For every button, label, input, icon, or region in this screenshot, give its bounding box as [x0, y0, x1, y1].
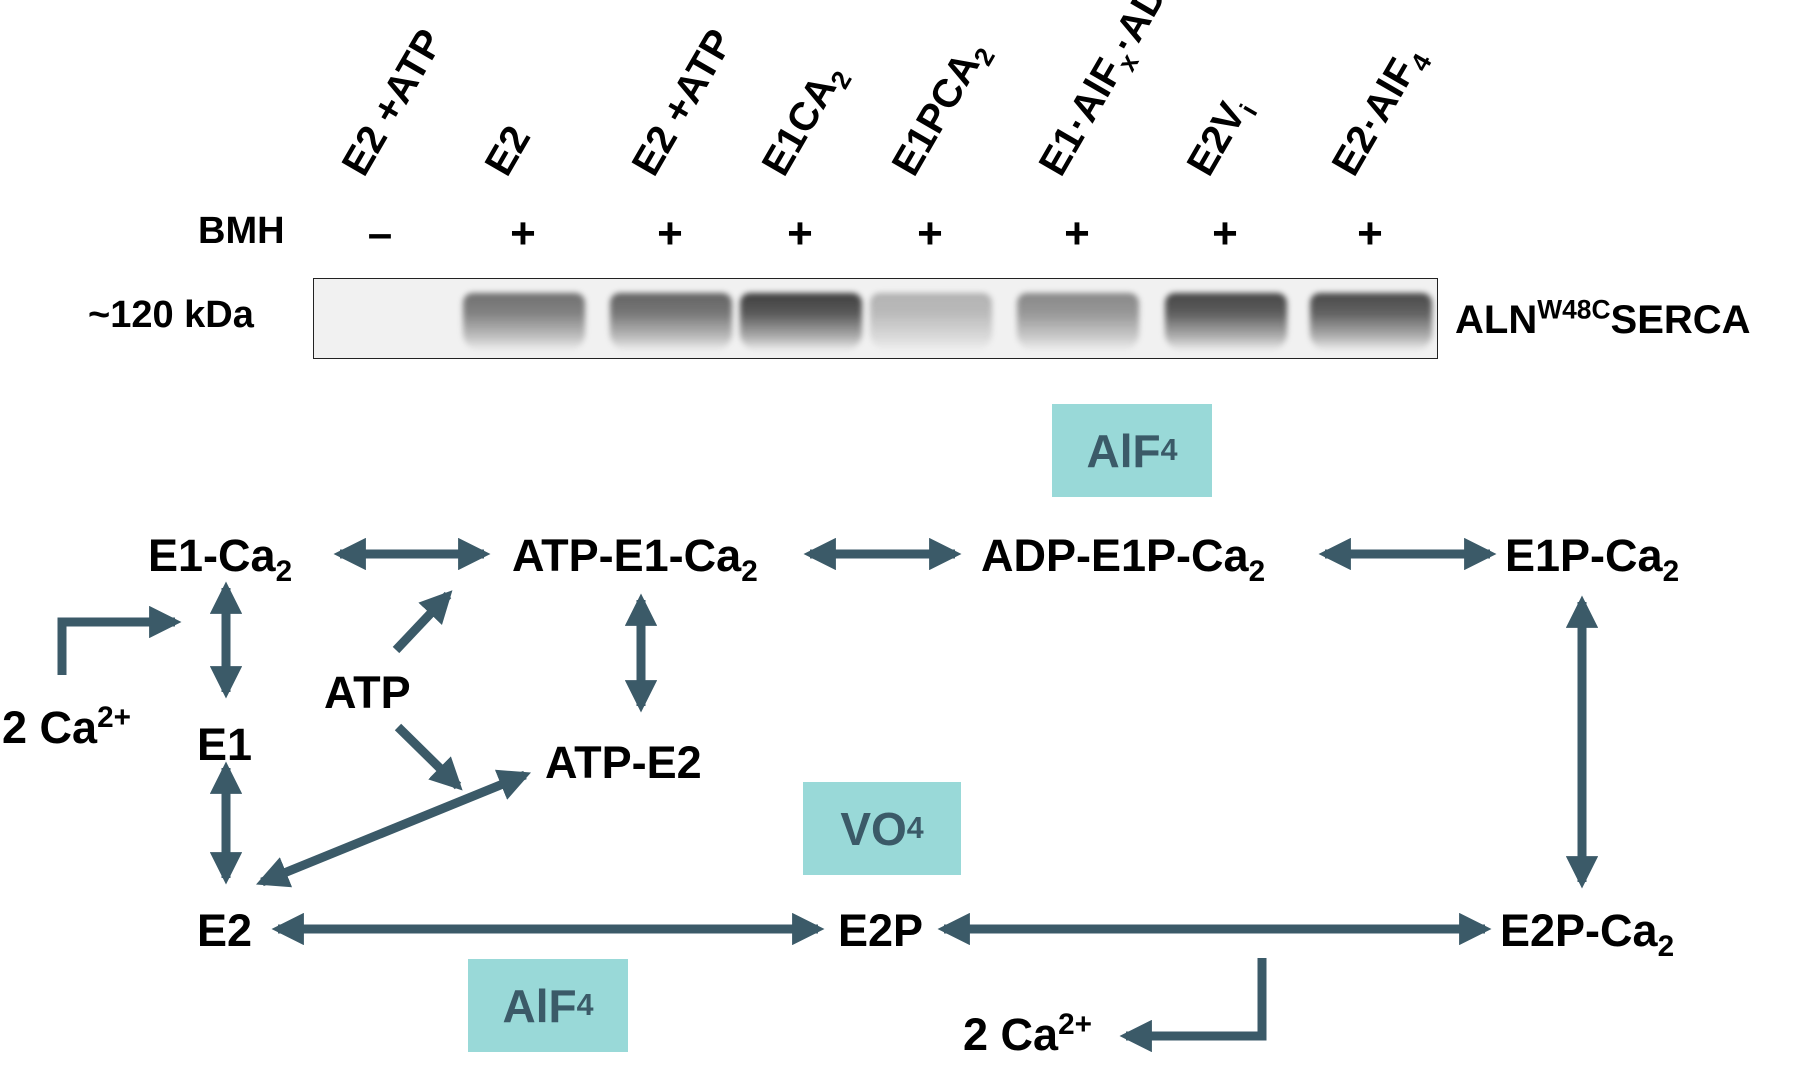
arrow-e2-atpe2 [255, 769, 532, 888]
state-atp-e1-ca2-sub: 2 [741, 555, 758, 588]
state-atp-e1-ca2: ATP-E1-Ca2 [512, 530, 758, 586]
protein-sup: W48C [1537, 294, 1611, 325]
state-e1p-ca2: E1P-Ca2 [1505, 530, 1679, 586]
state-e2p-ca2-base: E2P-Ca [1500, 905, 1658, 956]
protein-tail: SERCA [1610, 298, 1751, 342]
protein-base: ALN [1455, 298, 1538, 342]
bmh-mark-3: + [657, 209, 683, 258]
calcium-out-label: 2 Ca2+ [963, 1009, 1092, 1060]
blot-band-7 [1165, 293, 1287, 351]
state-e2p-ca2-sub: 2 [1657, 930, 1675, 963]
protein-label: ALNW48CSERCA [1455, 296, 1751, 342]
bmh-label: BMH [198, 210, 285, 252]
bmh-mark-6: + [1064, 209, 1090, 258]
blot-band-2 [463, 293, 585, 351]
bmh-mark-4: + [787, 209, 813, 258]
calcium-in-label: 2 Ca2+ [2, 702, 131, 753]
blot-band-8 [1310, 293, 1432, 351]
bmh-mark-7: + [1212, 209, 1238, 258]
state-atp-e2: ATP-E2 [545, 737, 702, 788]
state-adp-e1p-ca2-sub: 2 [1248, 555, 1266, 588]
state-e1: E1 [197, 719, 253, 770]
state-e1-ca2-sub: 2 [275, 555, 293, 588]
bmh-mark-5: + [917, 209, 943, 258]
calcium-out-sup: 2+ [1058, 1008, 1092, 1041]
calcium-in-sup: 2+ [97, 701, 131, 734]
state-e1-ca2-base: E1-Ca [148, 530, 276, 581]
state-e2p-ca2: E2P-Ca2 [1500, 905, 1674, 961]
arrow-atp-atpe2 [394, 723, 463, 791]
state-e1p-ca2-base: E1P-Ca [1505, 530, 1663, 581]
state-atp-e1-ca2-base: ATP-E1-Ca [512, 530, 742, 581]
state-e1-ca2: E1-Ca2 [148, 530, 292, 586]
mw-label: ~120 kDa [88, 294, 254, 336]
arrow-calcium-out [1119, 958, 1267, 1053]
blot-band-6 [1017, 293, 1139, 351]
bmh-mark-1: – [367, 209, 393, 258]
inhibitor-top-base: AlF [1086, 424, 1161, 477]
state-adp-e1p-ca2-base: ADP-E1P-Ca [981, 530, 1249, 581]
blot-band-4 [740, 293, 862, 351]
western-blot [313, 278, 1438, 359]
state-adp-e1p-ca2: ADP-E1P-Ca2 [981, 530, 1265, 586]
inhibitor-middle-base: VO [840, 802, 907, 855]
calcium-in-base: 2 Ca [2, 702, 98, 753]
bmh-mark-2: + [510, 209, 536, 258]
bmh-mark-8: + [1357, 209, 1383, 258]
arrow-atp-atpe1ca2 [392, 590, 453, 654]
inhibitor-bottom-base: AlF [502, 979, 577, 1032]
state-e2p: E2P [838, 905, 924, 956]
ligand-atp: ATP [324, 667, 411, 718]
blot-band-5 [870, 293, 992, 351]
state-e2: E2 [197, 905, 253, 956]
arrow-calcium-in [57, 605, 182, 675]
calcium-out-base: 2 Ca [963, 1009, 1059, 1060]
state-e1p-ca2-sub: 2 [1662, 555, 1680, 588]
blot-band-3 [610, 293, 732, 351]
